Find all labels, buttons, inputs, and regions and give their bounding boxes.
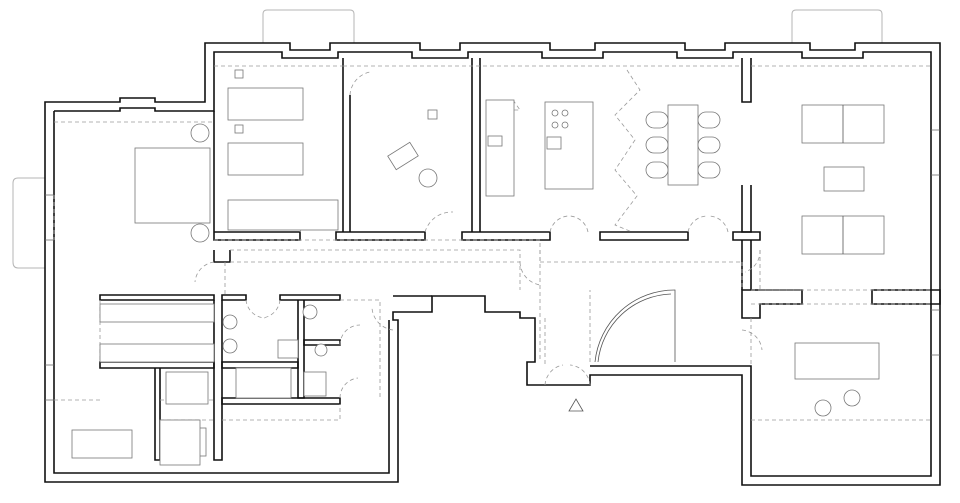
bathroom-fixtures [71,303,328,466]
door-swings [194,71,763,399]
living-room-furniture [794,104,885,417]
exterior-walls [44,42,941,486]
entrance-marker [568,398,584,412]
kitchen-furniture [485,99,721,197]
triangle-icon [568,398,584,412]
study-furniture [387,109,438,188]
exterior-terraces [12,9,883,269]
twin-bedroom-furniture [227,69,339,231]
master-bedroom-furniture [134,123,211,243]
dashed-lines [53,65,931,421]
